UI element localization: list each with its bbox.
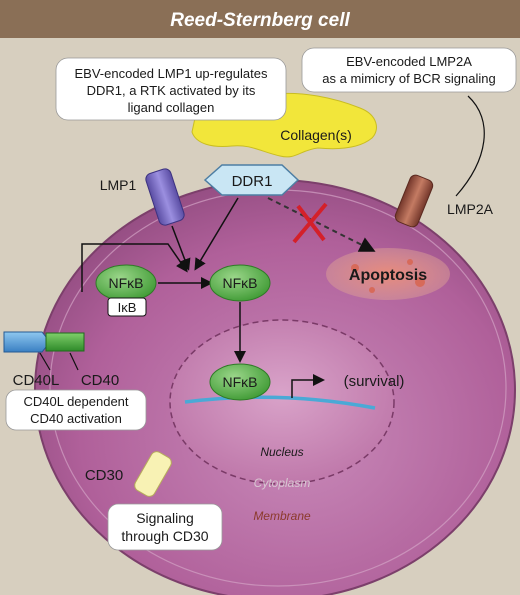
ikb-box bbox=[107, 297, 147, 317]
diagram-title: Reed-Sternberg cell bbox=[170, 10, 350, 31]
note-lmp1-line3: ligand collagen bbox=[128, 100, 215, 115]
note-lmp1-ddr1 bbox=[55, 57, 287, 121]
apoptosis-fragment bbox=[415, 277, 425, 287]
nfkb-nuclear bbox=[209, 363, 271, 401]
transcription-arrow bbox=[291, 374, 325, 398]
apoptosis-fragment bbox=[407, 259, 413, 265]
note-cd30 bbox=[107, 503, 223, 551]
membrane-label: Membrane bbox=[253, 509, 311, 523]
lmp2a-callout-line bbox=[455, 95, 485, 197]
ikb-label: IκB bbox=[118, 300, 137, 315]
cd40l-pointer bbox=[39, 352, 51, 371]
cd30-receptor bbox=[134, 451, 172, 497]
note-cd30-line1: Signaling bbox=[136, 510, 194, 526]
lmp2a-protein bbox=[394, 174, 434, 228]
lmp2a-label: LMP2A bbox=[447, 201, 494, 217]
note-lmp1-line2: DDR1, a RTK activated by its bbox=[87, 83, 256, 98]
note-lmp2a-line1: EBV-encoded LMP2A bbox=[346, 54, 472, 69]
lmp1-label: LMP1 bbox=[100, 177, 137, 193]
apoptosis-fragment bbox=[369, 287, 375, 293]
cd40-receptor bbox=[45, 332, 85, 352]
cd40l-ligand bbox=[3, 331, 51, 353]
collagen-label: Collagen(s) bbox=[280, 127, 352, 143]
note-cd30-line2: through CD30 bbox=[121, 528, 208, 544]
ddr1-nfkb-arrow bbox=[194, 197, 239, 271]
apoptosis-region bbox=[326, 248, 450, 300]
title-bar bbox=[0, 0, 520, 38]
note-cd40 bbox=[5, 389, 147, 431]
cytoplasm-label: Cytoplasm bbox=[254, 476, 311, 490]
nfkb-free-label: NFκB bbox=[223, 275, 258, 291]
apoptosis-label: Apoptosis bbox=[349, 267, 427, 284]
cd40-nfkb-arrow bbox=[81, 243, 188, 292]
apoptosis-fragment bbox=[351, 264, 359, 272]
nfkb-nuclear-label: NFκB bbox=[223, 374, 258, 390]
note-lmp1-line1: EBV-encoded LMP1 up-regulates bbox=[75, 66, 268, 81]
nfkb-free bbox=[209, 264, 271, 302]
cd40-label: CD40 bbox=[81, 372, 119, 389]
lmp1-protein bbox=[145, 168, 185, 226]
ddr1-receptor bbox=[203, 164, 300, 196]
ddr1-label: DDR1 bbox=[232, 173, 273, 190]
inhibition-mark bbox=[292, 202, 328, 244]
cd40l-label: CD40L bbox=[13, 372, 60, 389]
survival-label: (survival) bbox=[344, 373, 405, 390]
note-cd40-line1: CD40L dependent bbox=[23, 394, 128, 409]
dna-strand bbox=[184, 395, 376, 410]
nfkb-complex-label: NFκB bbox=[109, 275, 144, 291]
note-lmp2a-line2: as a mimicry of BCR signaling bbox=[322, 71, 495, 86]
nucleus bbox=[169, 319, 395, 485]
note-cd40-line2: CD40 activation bbox=[30, 411, 122, 426]
note-lmp2a bbox=[301, 47, 517, 93]
ddr1-apoptosis-arrow bbox=[267, 197, 376, 252]
cd30-label: CD30 bbox=[85, 467, 123, 484]
nucleus-label: Nucleus bbox=[260, 445, 303, 459]
cd40-pointer bbox=[69, 352, 79, 371]
